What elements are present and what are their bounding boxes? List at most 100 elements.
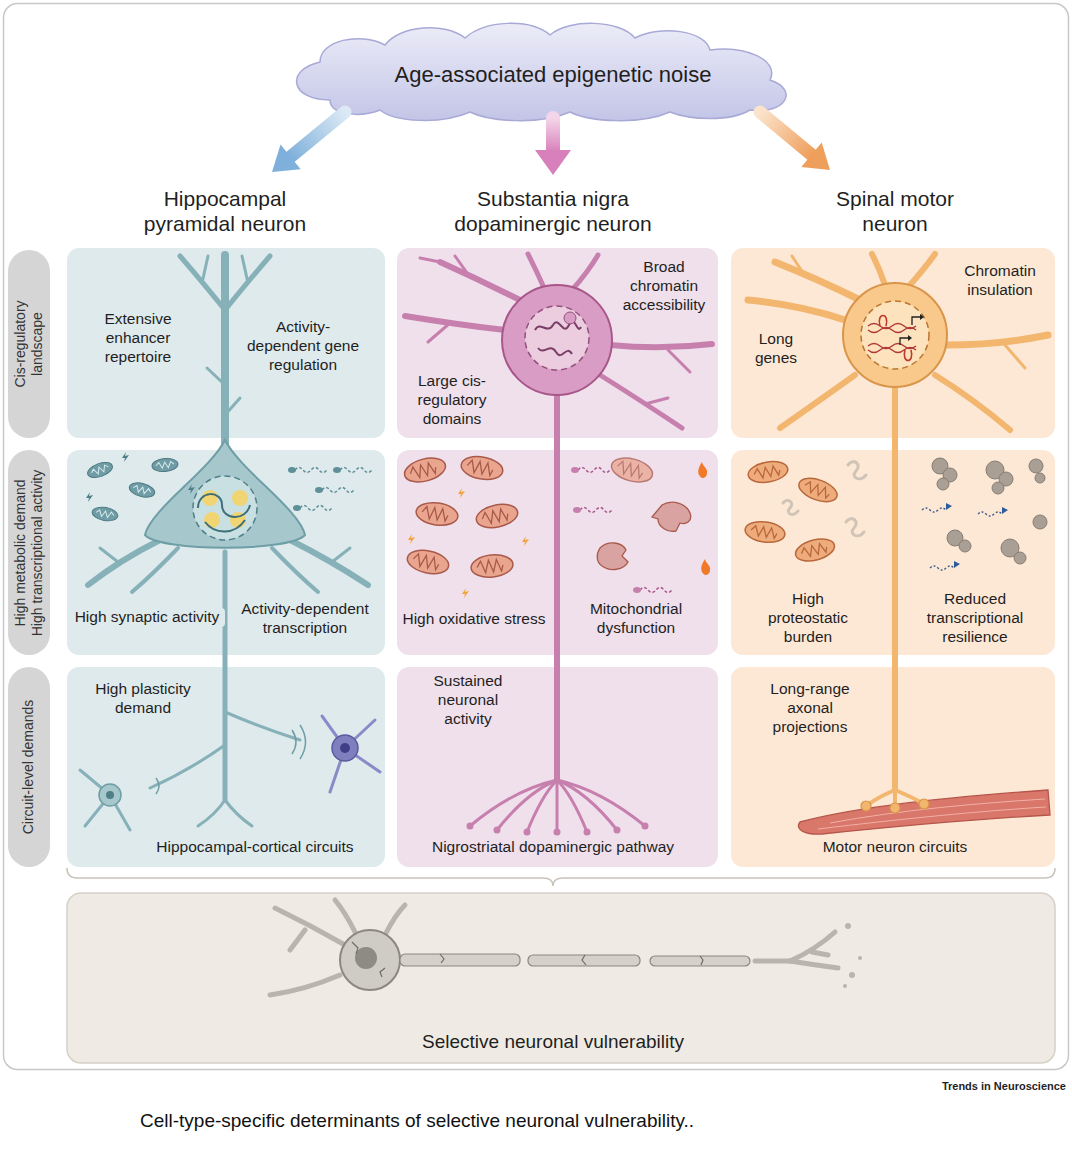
figure-caption: Cell-type-specific determinants of selec… <box>140 1110 940 1133</box>
hippocampal-circuit <box>300 725 306 759</box>
dopaminergic-organelles <box>458 488 465 498</box>
dopaminergic-organelles <box>522 536 529 546</box>
panel-text: Activity-dependent transcription <box>235 600 375 638</box>
dopaminergic-organelles <box>571 467 610 473</box>
row-label-pill: High metabolic demand High transcription… <box>8 450 50 655</box>
motor-organelles <box>1035 473 1045 483</box>
row-label: High metabolic demand High transcription… <box>12 467 46 639</box>
pyramidal-organelles <box>151 457 178 472</box>
motor-organelles <box>1014 552 1026 564</box>
feature-panel: Chromatin insulationLong genes <box>731 248 1055 438</box>
hippocampal-circuit <box>322 716 380 792</box>
pyramidal-neuron <box>221 255 229 450</box>
panel-text: Nigrostriatal dopaminergic pathway <box>423 838 683 857</box>
endplate-knobs <box>919 799 929 809</box>
hippocampal-circuit <box>332 735 358 761</box>
degenerating-neuron <box>335 900 355 932</box>
degenerating-neuron <box>650 956 750 966</box>
dopaminergic-organelles <box>470 553 514 579</box>
degenerating-neuron <box>270 975 340 995</box>
motor-neuron <box>935 375 1010 430</box>
pyramidal-neuron <box>242 256 248 283</box>
dopaminergic-soma <box>564 312 576 324</box>
hippocampal-circuit <box>80 770 130 830</box>
motor-organelles <box>992 482 1004 494</box>
dopaminergic-neuron <box>645 398 668 404</box>
motor-soma <box>861 301 929 369</box>
pyramidal-organelles <box>333 467 372 473</box>
dopaminergic-terminals <box>642 823 649 830</box>
degenerating-neuron <box>270 900 862 995</box>
motor-soma <box>843 283 947 387</box>
feature-panel: High plasticity demandHippocampal-cortic… <box>67 667 385 867</box>
pyramidal-neuron <box>132 548 178 592</box>
motor-soma <box>912 317 920 325</box>
motor-organelles <box>937 478 949 490</box>
dopaminergic-neuron <box>405 316 505 330</box>
dopaminergic-organelles <box>402 454 710 598</box>
influence-arrows <box>801 142 830 170</box>
motor-soma <box>879 316 886 327</box>
motor-organelles <box>744 458 1047 570</box>
dopaminergic-organelles <box>462 588 469 598</box>
motor-soma <box>843 283 947 387</box>
pyramidal-organelles <box>315 487 354 493</box>
motor-neuron <box>780 375 855 428</box>
hippocampal-circuit <box>156 778 159 794</box>
dopaminergic-terminals <box>584 829 591 836</box>
motor-neuron <box>892 387 898 790</box>
pyramidal-neuron <box>225 256 270 310</box>
dopaminergic-terminals <box>467 823 649 836</box>
panel-text: Mitochondrial dysfunction <box>581 600 691 638</box>
cloud-shape <box>297 23 786 120</box>
cloud-text: Age-associated epigenetic noise <box>373 62 733 89</box>
degenerating-neuron <box>843 984 847 988</box>
feature-panel: Sustained neuronal activityNigrostriatal… <box>397 667 718 867</box>
dopaminergic-organelles <box>402 454 448 486</box>
pyramidal-soma <box>145 440 305 548</box>
dopaminergic-soma <box>535 321 581 355</box>
motor-neuron <box>910 254 935 285</box>
row-label: Circuit-level demands <box>20 681 37 853</box>
panel-text: Hippocampal-cortical circuits <box>148 838 363 857</box>
dopaminergic-terminals <box>554 829 561 836</box>
feature-panel: Extensive enhancer repertoireActivity-de… <box>67 248 385 438</box>
motor-soma <box>908 335 912 341</box>
dopaminergic-organelles <box>459 454 504 483</box>
pyramidal-neuron <box>100 548 118 562</box>
dopaminergic-neuron <box>557 780 617 830</box>
panel-text: High oxidative stress <box>400 610 548 629</box>
cloud-shape <box>297 23 786 120</box>
degenerating-neuron <box>849 972 855 978</box>
dopaminergic-neuron <box>556 780 559 832</box>
degenerating-neuron <box>290 930 305 950</box>
pyramidal-neuron <box>272 548 318 592</box>
panel-text: High plasticity demand <box>91 680 196 718</box>
cloud-node: Age-associated epigenetic noise <box>300 38 805 114</box>
motor-organelles <box>1033 515 1047 529</box>
hippocampal-circuit <box>340 743 350 753</box>
dopaminergic-organelles <box>609 454 655 486</box>
motor-neuron <box>1005 345 1025 368</box>
dopaminergic-neuron <box>572 255 598 290</box>
dopaminergic-organelles <box>652 502 691 531</box>
panel-text: High proteostatic burden <box>758 590 858 647</box>
dopaminergic-neuron <box>420 258 440 262</box>
motor-organelles <box>1029 459 1043 473</box>
motor-organelles <box>978 507 1008 516</box>
panel-text: Large cis-regulatory domains <box>402 372 502 429</box>
row-label-pill: Cis-regulatory landscape <box>8 250 50 438</box>
pyramidal-neuron <box>150 745 225 788</box>
motor-soma <box>868 324 916 333</box>
feature-panel: Long-range axonal projectionsMotor neuro… <box>731 667 1055 867</box>
panel-text: Reduced transcriptional resilience <box>920 590 1030 647</box>
muscle-fiber <box>798 790 1050 834</box>
pyramidal-soma <box>232 490 248 506</box>
dopaminergic-neuron <box>440 262 520 300</box>
degenerating-neuron <box>790 932 835 961</box>
influence-arrows <box>546 118 560 152</box>
degenerating-neuron <box>582 955 586 965</box>
motor-soma <box>920 314 924 320</box>
pyramidal-neuron <box>225 398 240 415</box>
